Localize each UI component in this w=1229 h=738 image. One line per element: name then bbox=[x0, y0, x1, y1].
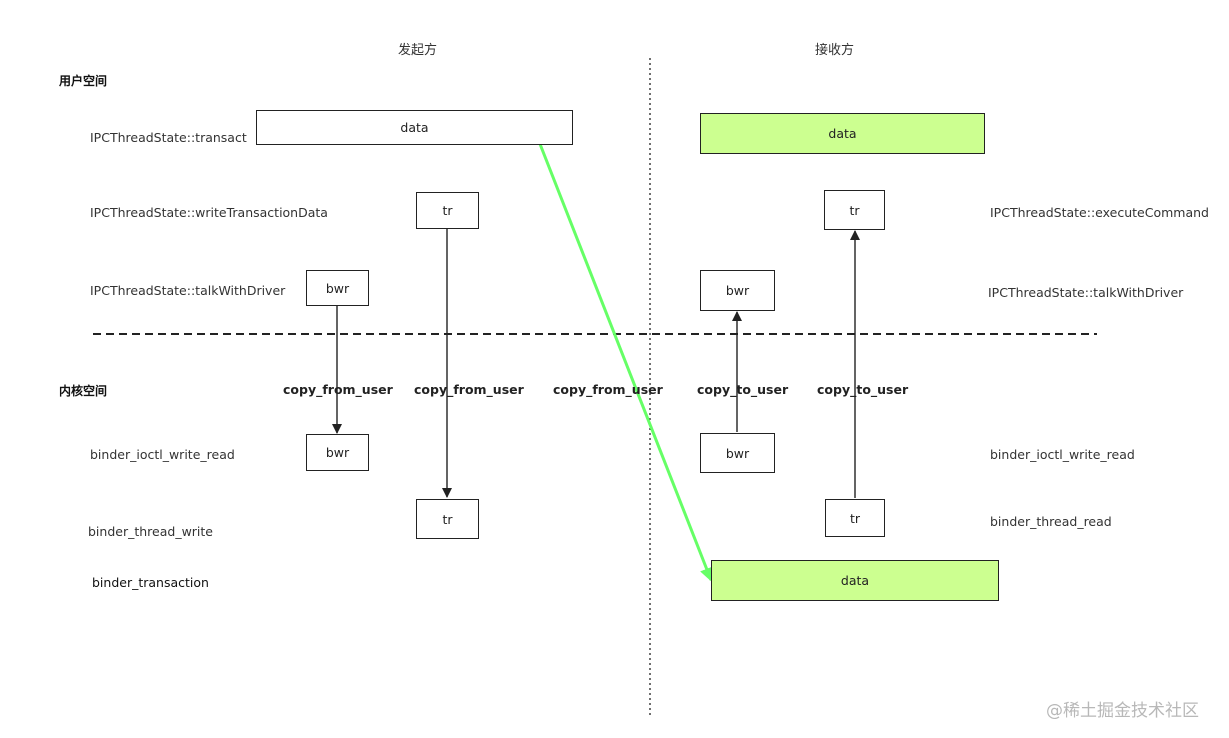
receiver-data-kernel-box: data bbox=[711, 560, 999, 601]
receiver-data-user-box: data bbox=[700, 113, 985, 154]
fn-thread-read: binder_thread_read bbox=[990, 514, 1112, 529]
kernel-space-label: 内核空间 bbox=[59, 384, 108, 398]
sender-bwr-kernel-box: bwr bbox=[306, 434, 369, 471]
fn-binder-transaction: binder_transaction bbox=[92, 575, 209, 590]
receiver-bwr-user-box: bwr bbox=[700, 270, 775, 311]
sender-bwr-user-box: bwr bbox=[306, 270, 369, 306]
receiver-bwr-kernel-box: bwr bbox=[700, 433, 775, 473]
fn-talk-with-driver-receiver: IPCThreadState::talkWithDriver bbox=[988, 285, 1184, 300]
copy-label-tr-from-user: copy_from_user bbox=[414, 382, 524, 397]
receiver-header: 接收方 bbox=[815, 43, 855, 58]
sender-tr-user-box: tr bbox=[416, 192, 479, 229]
watermark: @稀土掘金技术社区 bbox=[1046, 701, 1199, 721]
fn-talk-with-driver-sender: IPCThreadState::talkWithDriver bbox=[90, 283, 286, 298]
sender-data-box: data bbox=[256, 110, 573, 145]
fn-execute-command: IPCThreadState::executeCommand bbox=[990, 205, 1209, 220]
copy-label-tr-to-user: copy_to_user bbox=[817, 382, 909, 397]
fn-transact: IPCThreadState::transact bbox=[90, 130, 247, 145]
user-space-label: 用户空间 bbox=[59, 74, 108, 88]
copy-label-bwr-to-user: copy_to_user bbox=[697, 382, 789, 397]
fn-ioctl-write-read-sender: binder_ioctl_write_read bbox=[90, 447, 235, 462]
copy-label-data-from-user: copy_from_user bbox=[553, 382, 663, 397]
fn-thread-write: binder_thread_write bbox=[88, 524, 213, 539]
fn-write-transaction-data: IPCThreadState::writeTransactionData bbox=[90, 205, 328, 220]
receiver-tr-user-box: tr bbox=[824, 190, 885, 230]
receiver-tr-kernel-box: tr bbox=[825, 499, 885, 537]
sender-header: 发起方 bbox=[398, 43, 438, 58]
fn-ioctl-write-read-receiver: binder_ioctl_write_read bbox=[990, 447, 1135, 462]
copy-label-bwr-from-user: copy_from_user bbox=[283, 382, 393, 397]
sender-tr-kernel-box: tr bbox=[416, 499, 479, 539]
data-transfer-arrow bbox=[538, 143, 714, 582]
